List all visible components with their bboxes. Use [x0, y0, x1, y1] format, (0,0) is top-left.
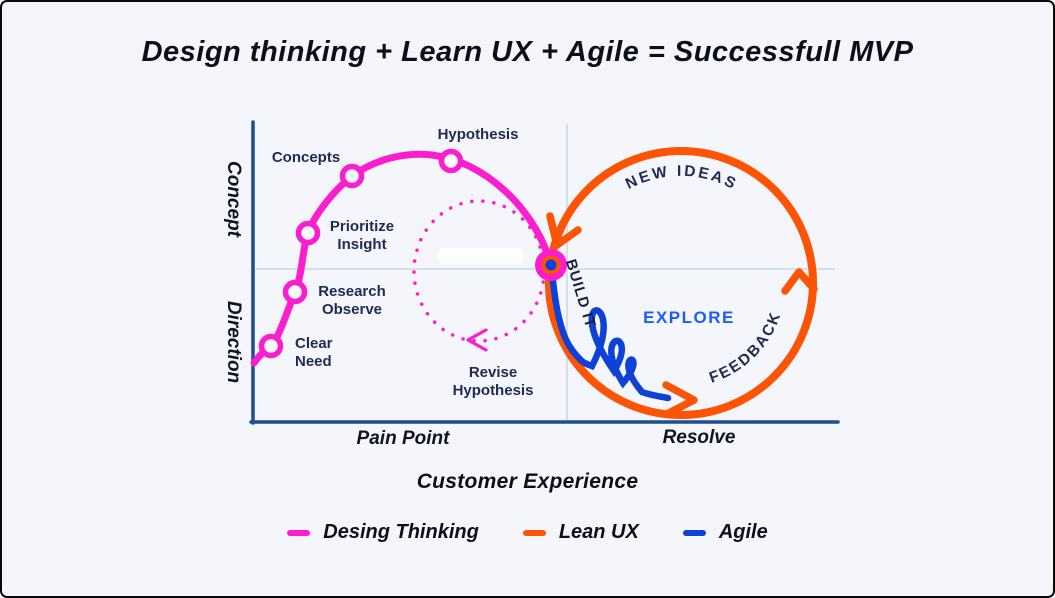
- label-research-observe: Research Observe: [318, 283, 386, 318]
- x-axis-title: Customer Experience: [416, 470, 639, 493]
- convergence-hub: [535, 249, 567, 281]
- page-title: Design thinking + Learn UX + Agile = Suc…: [141, 36, 914, 68]
- faint-highlight: [438, 248, 523, 264]
- node-hypothesis: [438, 148, 464, 174]
- lean-ux-circle: [545, 147, 817, 419]
- node-clear-need: [258, 333, 284, 359]
- x-axis-label-resolve: Resolve: [662, 427, 736, 448]
- legend-label-design-thinking: Desing Thinking: [323, 521, 479, 543]
- lean-ux-arrow-right-icon: [781, 268, 818, 295]
- agile-swatch-icon: [682, 529, 706, 536]
- agile-curve: [547, 261, 672, 402]
- hub-blue-core: [545, 259, 557, 271]
- label-hypothesis: Hypothesis: [437, 126, 519, 143]
- lean-ux-arrow-into-hub-icon: [546, 212, 582, 249]
- y-axis-label-concept: Concept: [223, 161, 244, 237]
- y-axis-label-direction: Direction: [223, 300, 244, 384]
- x-axis-label-pain-point: Pain Point: [356, 428, 450, 449]
- lean-ux-swatch-icon: [522, 529, 546, 536]
- revise-loop-dotted-circle: [412, 199, 546, 343]
- label-explore: EXPLORE: [643, 308, 735, 327]
- node-research-observe: [282, 279, 308, 305]
- node-concepts: [339, 163, 365, 189]
- legend-item-design-thinking: Desing Thinking: [287, 521, 479, 544]
- label-revise-hypothesis: Revise Hypothesis: [452, 364, 534, 399]
- new-ideas-curved-text: NEW IDEAS: [623, 163, 740, 194]
- legend: Desing Thinking Lean UX Agile: [2, 521, 1053, 544]
- label-clear-need: Clear Need: [295, 335, 333, 370]
- lean-ux-arrow-bottom-icon: [662, 381, 698, 418]
- legend-item-agile: Agile: [682, 521, 768, 544]
- label-prioritize-insight: Prioritize Insight: [329, 218, 395, 253]
- node-prioritize-insight: [295, 220, 321, 246]
- design-thinking-nodes: [258, 148, 464, 359]
- legend-item-lean-ux: Lean UX: [522, 521, 639, 544]
- legend-label-agile: Agile: [718, 521, 768, 543]
- revise-loop-arrow-icon: [466, 328, 488, 352]
- design-thinking-swatch-icon: [287, 529, 311, 536]
- legend-label-lean-ux: Lean UX: [558, 521, 639, 543]
- label-concepts: Concepts: [271, 149, 341, 166]
